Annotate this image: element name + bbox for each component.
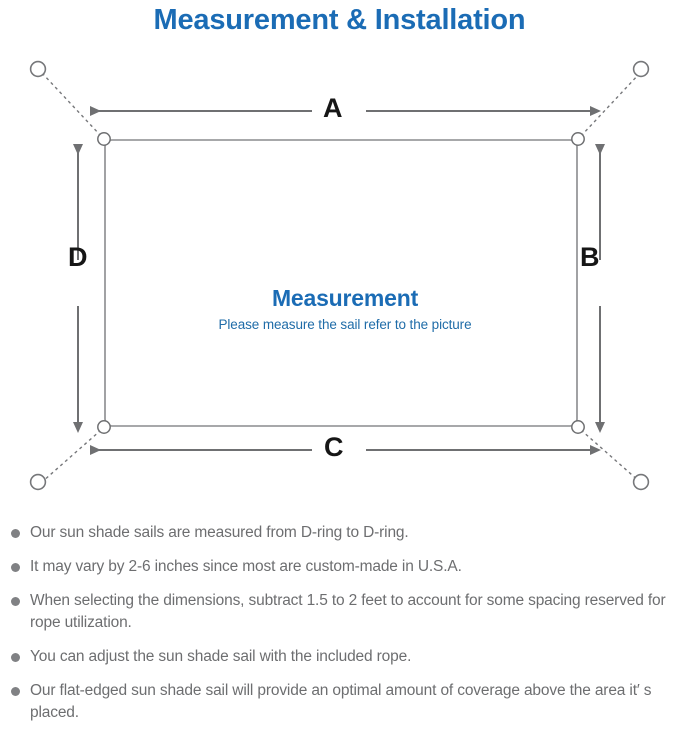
notes-list: Our sun shade sails are measured from D-… (0, 522, 679, 736)
note-item: You can adjust the sun shade sail with t… (0, 646, 679, 668)
note-item: It may vary by 2-6 inches since most are… (0, 556, 679, 578)
d-ring-top-left (97, 132, 111, 146)
sail-rectangle (104, 139, 578, 427)
note-item: Our sun shade sails are measured from D-… (0, 522, 679, 544)
d-ring-bottom-left (97, 420, 111, 434)
rope-bottom-right (580, 429, 641, 483)
rope-top-right (580, 72, 641, 137)
dimension-label-d: D (68, 242, 88, 272)
note-text: You can adjust the sun shade sail with t… (30, 648, 412, 665)
anchor-point-bottom-left (29, 473, 47, 491)
center-measurement-subtext: Please measure the sail refer to the pic… (218, 317, 472, 332)
bullet-icon (11, 653, 20, 662)
dimension-label-a: A (323, 93, 343, 123)
note-item: When selecting the dimensions, subtract … (0, 590, 679, 634)
bullet-icon (11, 687, 20, 696)
bullet-icon (11, 529, 20, 538)
d-ring-top-right (571, 132, 585, 146)
note-text: Our sun shade sails are measured from D-… (30, 524, 409, 541)
note-text: When selecting the dimensions, subtract … (30, 592, 666, 631)
page-title: Measurement & Installation (153, 4, 526, 36)
anchor-point-top-left (29, 60, 47, 78)
note-text: Our flat-edged sun shade sail will provi… (30, 682, 652, 721)
center-measurement-heading: Measurement (271, 285, 419, 311)
anchor-point-bottom-right (632, 473, 650, 491)
center-measurement-label: Measurement Please measure the sail refe… (150, 284, 540, 335)
anchor-point-top-right (632, 60, 650, 78)
rope-top-left (41, 72, 102, 137)
rope-bottom-left (41, 429, 102, 483)
measurement-diagram: Measurement Please measure the sail refe… (0, 44, 679, 519)
note-text: It may vary by 2-6 inches since most are… (30, 558, 462, 575)
dimension-label-b: B (580, 242, 600, 272)
dimension-label-c: C (324, 432, 344, 462)
bullet-icon (11, 597, 20, 606)
note-item: Our flat-edged sun shade sail will provi… (0, 680, 679, 724)
bullet-icon (11, 563, 20, 572)
d-ring-bottom-right (571, 420, 585, 434)
